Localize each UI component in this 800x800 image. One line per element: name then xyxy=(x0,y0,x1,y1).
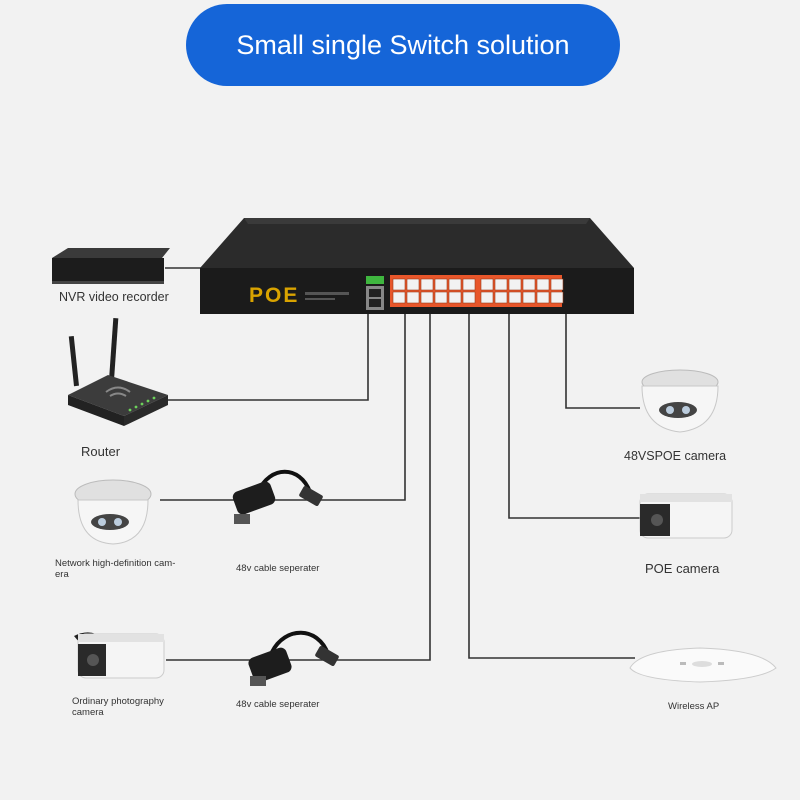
switch-port xyxy=(550,291,564,304)
line-poe-camera xyxy=(508,312,645,519)
switch-port xyxy=(434,278,448,291)
switch-port xyxy=(536,278,550,291)
cable-separator-2-icon xyxy=(248,630,339,686)
switch-port xyxy=(522,291,536,304)
line-dome-right xyxy=(565,312,640,409)
line-bullet-left xyxy=(166,312,431,661)
switch-port xyxy=(494,278,508,291)
line-wireless-ap xyxy=(468,312,635,659)
switch-port xyxy=(550,278,564,291)
switch-port xyxy=(420,278,434,291)
line-router xyxy=(160,312,369,401)
switch-port xyxy=(508,291,522,304)
bullet-camera-left-label: Ordinary photography camera xyxy=(72,696,164,718)
title-banner: Small single Switch solution xyxy=(186,4,620,86)
switch-port xyxy=(434,291,448,304)
nvr-recorder-icon xyxy=(52,248,170,284)
switch-port xyxy=(406,278,420,291)
switch-port xyxy=(392,278,406,291)
switch-brand: POE xyxy=(249,284,299,307)
switch-port xyxy=(462,278,476,291)
dome-camera-left-label: Network high-definition cam-era xyxy=(55,558,176,580)
nvr-label: NVR video recorder xyxy=(59,290,169,304)
poe-switch-icon: POE xyxy=(200,218,634,314)
wireless-ap-icon xyxy=(629,647,777,683)
dome-camera-left-icon xyxy=(74,479,152,545)
poe-camera-label: POE camera xyxy=(645,561,720,576)
bullet-camera-left-icon xyxy=(74,632,165,679)
switch-port xyxy=(494,291,508,304)
dome-camera-right-icon xyxy=(641,369,719,433)
title-text: Small single Switch solution xyxy=(236,29,570,60)
router-label: Router xyxy=(81,444,121,459)
poe-camera-icon xyxy=(639,493,733,539)
switch-port xyxy=(462,291,476,304)
connection-lines xyxy=(160,267,645,661)
dome-camera-right-label: 48VSPOE camera xyxy=(624,449,727,463)
switch-port xyxy=(480,291,494,304)
switch-port xyxy=(420,291,434,304)
switch-port xyxy=(406,291,420,304)
switch-port xyxy=(448,291,462,304)
separator-1-label: 48v cable seperater xyxy=(236,563,320,574)
switch-port xyxy=(392,291,406,304)
wireless-ap-label: Wireless AP xyxy=(668,701,720,712)
separator-2-label: 48v cable seperater xyxy=(236,699,320,710)
switch-ports xyxy=(390,275,564,307)
switch-port xyxy=(536,291,550,304)
switch-port xyxy=(448,278,462,291)
switch-port xyxy=(522,278,536,291)
switch-port xyxy=(480,278,494,291)
switch-port xyxy=(508,278,522,291)
cable-separator-1-icon xyxy=(232,469,323,524)
router-icon xyxy=(68,318,168,426)
